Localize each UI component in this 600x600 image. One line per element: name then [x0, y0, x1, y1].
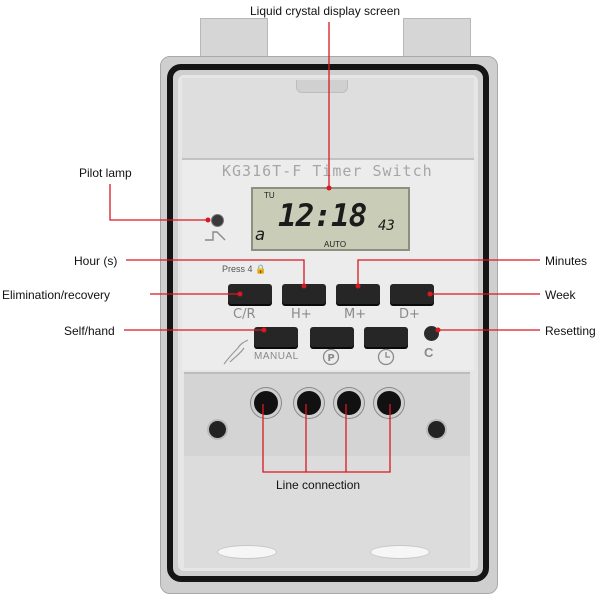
manual-label: MANUAL: [254, 351, 299, 362]
pilot-leader: [109, 184, 208, 221]
callout-line-connection: Line connection: [276, 478, 361, 492]
callout-elimination: Elimination/recovery: [2, 288, 111, 302]
base-slot-left: [217, 545, 277, 559]
lcd-program: a: [255, 225, 266, 245]
lcd-day: TU: [264, 191, 275, 200]
callout-self-hand: Self/hand: [64, 324, 115, 338]
base-slot-right: [370, 545, 430, 559]
mount-hole-left: [207, 419, 228, 440]
pilot-wave-icon: [205, 231, 226, 241]
hand-icon: [223, 339, 249, 365]
clock-icon: [377, 348, 395, 366]
terminal-3: [334, 388, 364, 418]
line-connection-leader: [262, 404, 391, 473]
terminal-1: [251, 388, 281, 418]
day-button[interactable]: [390, 284, 434, 304]
lid-notch: [296, 80, 348, 93]
day-label: D+: [399, 307, 420, 322]
lcd-mode: AUTO: [324, 240, 347, 249]
callout-resetting: Resetting: [545, 324, 596, 338]
terminal-2: [294, 388, 324, 418]
hour-leader: [126, 259, 305, 286]
minute-button[interactable]: [336, 284, 380, 304]
callout-week: Week: [545, 288, 576, 302]
terminal-block: [184, 372, 470, 456]
callout-minutes: Minutes: [545, 254, 588, 268]
pilot-lamp: [211, 214, 224, 227]
top-mount-tab-right: [403, 18, 471, 63]
gasket: [167, 64, 489, 582]
callout-lcd: Liquid crystal display screen: [250, 4, 401, 18]
callout-pilot-lamp: Pilot lamp: [79, 166, 132, 180]
minutes-leader: [357, 259, 540, 286]
cr-button[interactable]: [228, 284, 272, 304]
terminal-4: [374, 388, 404, 418]
hour-button[interactable]: [282, 284, 326, 304]
lock-hint: Press 4 🔒: [222, 264, 267, 274]
lcd-seconds: 43: [378, 218, 395, 234]
reset-label: C: [424, 345, 434, 360]
minute-label: M+: [344, 307, 367, 322]
program-button[interactable]: [310, 327, 354, 347]
lcd-time: 12:18: [278, 198, 367, 234]
hour-label: H+: [291, 307, 312, 322]
top-mount-tab-left: [200, 18, 268, 63]
reset-button[interactable]: [424, 326, 439, 341]
mount-hole-right: [426, 419, 447, 440]
device-title: KG316T-F Timer Switch: [222, 162, 433, 180]
clock-button[interactable]: [364, 327, 408, 347]
clear-lid: [182, 78, 474, 160]
cr-label: C/R: [233, 307, 256, 322]
callout-hour: Hour (s): [74, 254, 118, 268]
program-icon-letter: P: [327, 353, 334, 364]
program-icon: P: [322, 348, 340, 366]
